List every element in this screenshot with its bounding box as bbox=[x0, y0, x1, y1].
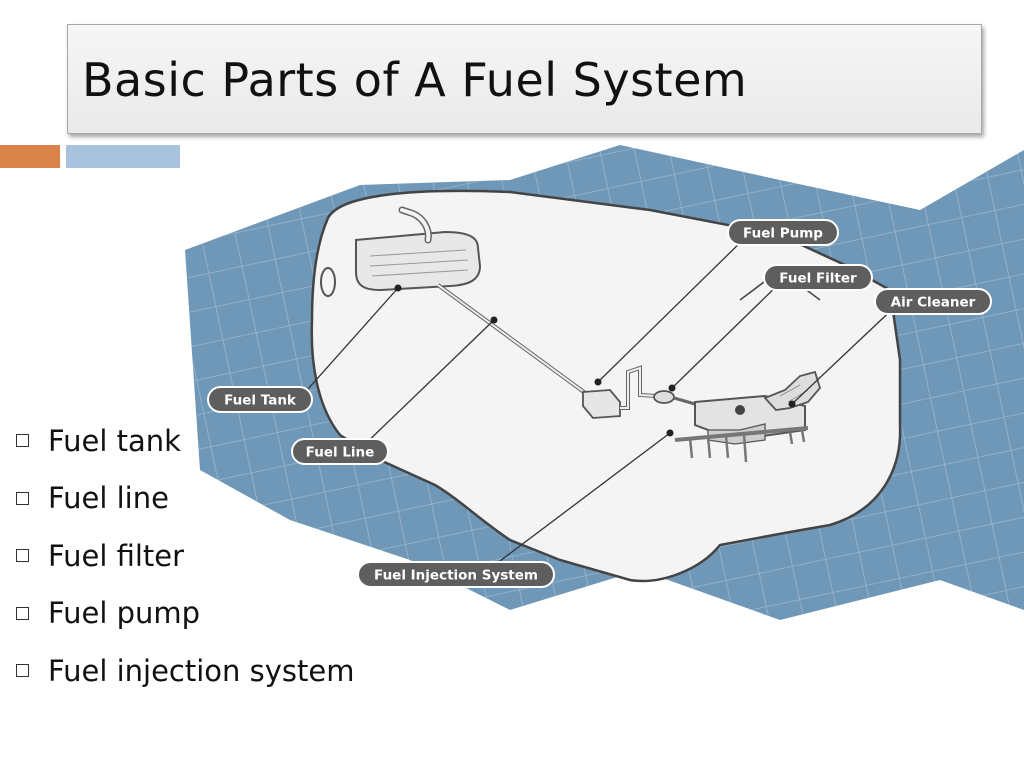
square-bullet-icon bbox=[16, 434, 29, 448]
svg-text:Air Cleaner: Air Cleaner bbox=[891, 295, 976, 311]
bullet-item: Fuel injection system bbox=[14, 642, 354, 700]
bullet-item: Fuel pump bbox=[14, 585, 354, 643]
svg-text:Fuel Tank: Fuel Tank bbox=[224, 393, 297, 409]
fuel-tank-icon bbox=[355, 206, 482, 292]
label-fuel-injection-system: Fuel Injection System bbox=[357, 561, 555, 588]
square-bullet-icon bbox=[16, 606, 29, 620]
label-air-cleaner: Air Cleaner bbox=[874, 288, 992, 315]
label-fuel-filter: Fuel Filter bbox=[763, 264, 873, 291]
bullet-item: Fuel filter bbox=[14, 527, 354, 585]
fuel-system-diagram: Fuel Pump Fuel Filter Air Cleaner Fuel T… bbox=[185, 145, 1024, 620]
bullet-text: Fuel pump bbox=[48, 596, 201, 631]
leader-dots bbox=[394, 284, 796, 437]
accent-bar-blue bbox=[66, 145, 180, 168]
label-fuel-pump: Fuel Pump bbox=[727, 219, 839, 246]
label-fuel-line: Fuel Line bbox=[291, 438, 389, 465]
svg-text:Fuel Injection System: Fuel Injection System bbox=[374, 568, 538, 584]
svg-text:Fuel Filter: Fuel Filter bbox=[779, 271, 857, 287]
accent-bar-orange bbox=[0, 145, 60, 168]
square-bullet-icon bbox=[16, 491, 29, 505]
fuel-line bbox=[436, 283, 590, 397]
square-bullet-icon bbox=[16, 664, 29, 678]
title-box: Basic Parts of A Fuel System bbox=[67, 24, 982, 134]
bullet-text: Fuel tank bbox=[48, 423, 181, 458]
square-bullet-icon bbox=[16, 549, 29, 563]
svg-text:Fuel Line: Fuel Line bbox=[306, 445, 375, 461]
bullet-text: Fuel line bbox=[48, 481, 169, 516]
slide-title: Basic Parts of A Fuel System bbox=[82, 53, 748, 107]
fuel-pump-icon bbox=[582, 365, 657, 419]
fuel-filter-icon bbox=[653, 390, 696, 406]
svg-text:Fuel Pump: Fuel Pump bbox=[743, 226, 823, 242]
label-fuel-tank: Fuel Tank bbox=[207, 386, 313, 413]
bullet-text: Fuel filter bbox=[48, 538, 185, 573]
leader-lines bbox=[299, 232, 901, 571]
bullet-item: Fuel tank bbox=[14, 412, 354, 470]
air-cleaner-icon bbox=[763, 370, 822, 411]
car-body bbox=[310, 189, 902, 583]
bullet-list: Fuel tank Fuel line Fuel filter Fuel pum… bbox=[14, 412, 354, 700]
bullet-text: Fuel injection system bbox=[48, 653, 355, 688]
bullet-item: Fuel line bbox=[14, 470, 354, 528]
